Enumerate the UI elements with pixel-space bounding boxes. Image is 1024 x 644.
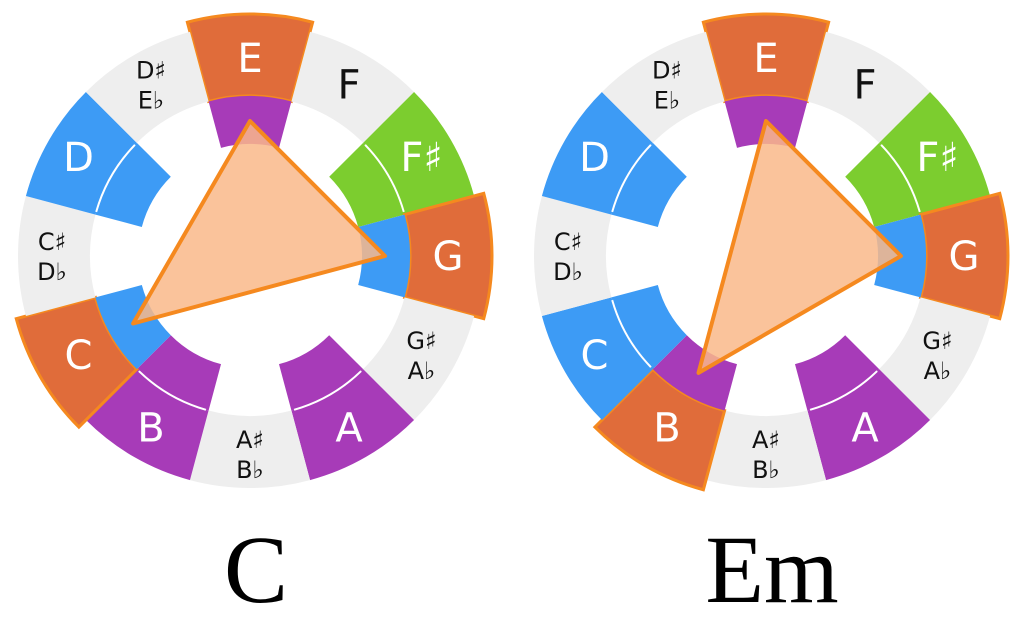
outer-sector bbox=[25, 91, 137, 215]
inner-sector bbox=[611, 284, 687, 370]
chord-triangle bbox=[131, 119, 387, 326]
segment-fs: F♯ bbox=[329, 91, 475, 228]
note-label: A bbox=[335, 406, 363, 452]
note-label-bottom: E♭ bbox=[138, 87, 164, 115]
note-label: D bbox=[579, 135, 610, 181]
note-label: D bbox=[63, 135, 94, 181]
segment-gs: G♯A♭ bbox=[363, 297, 475, 421]
note-label-bottom: D♭ bbox=[553, 258, 583, 286]
note-label: C bbox=[65, 333, 93, 379]
note-label: F♯ bbox=[400, 135, 442, 181]
segment-as: A♯B♭ bbox=[705, 410, 827, 488]
inner-sector bbox=[95, 284, 171, 370]
inner-sector bbox=[95, 142, 171, 228]
segment-b: B bbox=[592, 335, 738, 492]
segment-a: A bbox=[794, 335, 931, 481]
chord-label-c: C bbox=[223, 516, 289, 623]
note-label-top: A♯ bbox=[236, 426, 264, 454]
sector-divider bbox=[611, 299, 652, 368]
chord-triangle bbox=[696, 119, 903, 375]
wheel-em: EFF♯GG♯A♭AA♯B♭BCC♯D♭DD♯E♭ bbox=[534, 12, 1010, 492]
outer-sector bbox=[291, 31, 415, 143]
inner-sector bbox=[278, 335, 364, 411]
note-label-top: C♯ bbox=[38, 228, 66, 256]
outer-sector bbox=[291, 369, 415, 481]
outer-sector bbox=[85, 369, 209, 481]
segment-f: F bbox=[291, 31, 415, 143]
segment-d: D bbox=[25, 91, 171, 228]
inner-sector bbox=[652, 335, 738, 411]
segment-gs: G♯A♭ bbox=[879, 297, 991, 421]
segment-ds: D♯E♭ bbox=[85, 31, 209, 143]
sector-divider bbox=[611, 144, 652, 213]
note-label-bottom: D♭ bbox=[37, 258, 67, 286]
inner-sector bbox=[794, 335, 880, 411]
note-label: C bbox=[581, 333, 609, 379]
note-label: F♯ bbox=[916, 135, 958, 181]
note-label-top: D♯ bbox=[652, 57, 682, 85]
segment-ds: D♯E♭ bbox=[601, 31, 725, 143]
sector-divider bbox=[138, 370, 207, 411]
segment-b: B bbox=[85, 335, 222, 481]
outer-sector bbox=[541, 91, 653, 215]
note-label: B bbox=[137, 406, 164, 452]
note-label-top: G♯ bbox=[922, 327, 952, 355]
outer-sector bbox=[363, 297, 475, 421]
sector-divider bbox=[809, 370, 878, 411]
segment-f: F bbox=[807, 31, 931, 143]
outer-sector bbox=[85, 31, 209, 143]
note-label-top: A♯ bbox=[752, 426, 780, 454]
chord-label-em: Em bbox=[705, 516, 839, 623]
wheel-c: EFF♯GG♯A♭AA♯B♭BCC♯D♭DD♯E♭ bbox=[14, 12, 494, 488]
sector-divider bbox=[364, 144, 405, 213]
note-label: G bbox=[949, 234, 980, 280]
segment-a: A bbox=[278, 335, 415, 481]
inner-sector bbox=[136, 335, 222, 411]
note-label: A bbox=[851, 406, 879, 452]
note-label-top: C♯ bbox=[554, 228, 582, 256]
note-label: E bbox=[237, 36, 262, 82]
outer-sector bbox=[807, 31, 931, 143]
note-label: E bbox=[753, 36, 778, 82]
note-label-bottom: A♭ bbox=[408, 357, 436, 385]
outer-sector bbox=[807, 369, 931, 481]
note-label: F bbox=[337, 63, 360, 109]
segment-e: E bbox=[185, 12, 315, 148]
outer-sector bbox=[601, 31, 725, 143]
outer-sector bbox=[534, 195, 612, 317]
note-label: B bbox=[653, 406, 680, 452]
inner-sector bbox=[845, 142, 921, 228]
note-label: F bbox=[853, 63, 876, 109]
note-label-bottom: B♭ bbox=[752, 456, 780, 484]
outer-sector bbox=[879, 91, 991, 215]
segment-d: D bbox=[541, 91, 687, 228]
note-label-top: G♯ bbox=[406, 327, 436, 355]
sector-divider bbox=[95, 144, 136, 213]
outer-sector bbox=[18, 195, 96, 317]
sector-divider bbox=[880, 144, 921, 213]
segment-c: C bbox=[14, 284, 171, 430]
segment-as: A♯B♭ bbox=[189, 410, 311, 488]
segment-cs: C♯D♭ bbox=[534, 195, 612, 317]
note-label-bottom: B♭ bbox=[236, 456, 264, 484]
outer-sector bbox=[541, 297, 653, 421]
note-label-bottom: E♭ bbox=[654, 87, 680, 115]
note-label: G bbox=[433, 234, 464, 280]
segment-cs: C♯D♭ bbox=[18, 195, 96, 317]
outer-sector bbox=[363, 91, 475, 215]
inner-sector bbox=[611, 142, 687, 228]
outer-sector bbox=[705, 410, 827, 488]
note-label-bottom: A♭ bbox=[924, 357, 952, 385]
segment-c: C bbox=[541, 284, 687, 421]
inner-sector bbox=[329, 142, 405, 228]
segment-fs: F♯ bbox=[845, 91, 991, 228]
outer-sector bbox=[189, 410, 311, 488]
sector-divider bbox=[293, 370, 362, 411]
outer-sector bbox=[879, 297, 991, 421]
note-label-top: D♯ bbox=[136, 57, 166, 85]
